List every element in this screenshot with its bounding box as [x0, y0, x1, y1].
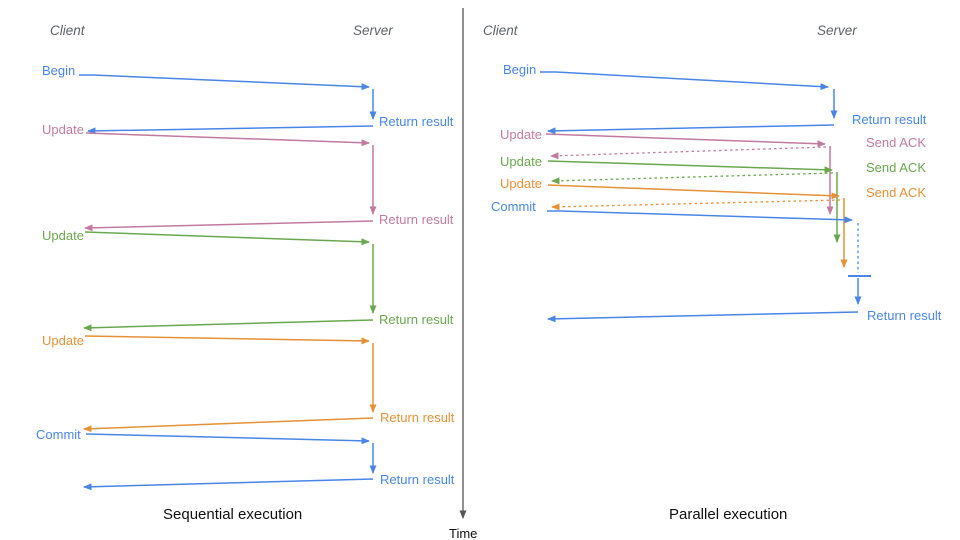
par-commit-label: Commit [491, 199, 536, 214]
seq-begin-response-line [87, 125, 374, 135]
par-update1-label: Update [500, 127, 542, 142]
par-update2-ack-label: Send ACK [866, 160, 926, 175]
parallel-panel-title: Parallel execution [669, 506, 788, 523]
par-commit-return-label: Return result [867, 308, 942, 323]
seq-commit-label: Commit [36, 427, 81, 442]
par-client-header: Client [483, 23, 518, 38]
seq-update3-request-line [84, 335, 370, 345]
seq-commit-return-label: Return result [380, 472, 455, 487]
par-update1-ack-label: Send ACK [866, 135, 926, 150]
seq-update3-response-line [83, 417, 374, 433]
par-commit-response-line [547, 311, 859, 323]
seq-update1-response-line [84, 220, 374, 232]
par-update1-request-line [545, 133, 826, 148]
par-begin-label: Begin [503, 62, 537, 77]
seq-update2-return-label: Return result [379, 312, 454, 327]
seq-update2-request-line [84, 231, 370, 246]
seq-update2-response-line [83, 319, 374, 332]
seq-update1-label: Update [42, 122, 84, 137]
seq-commit-response-line [83, 478, 374, 491]
par-begin-request-line [540, 71, 829, 91]
par-server-header: Server [817, 23, 857, 38]
seq-begin-request-line [79, 74, 370, 91]
seq-server-header: Server [353, 23, 393, 38]
seq-commit-request-line [85, 433, 370, 445]
time-axis-label: Time [449, 526, 478, 540]
seq-update2-label: Update [42, 228, 84, 243]
seq-begin-return-label: Return result [379, 114, 454, 129]
seq-update3-return-label: Return result [380, 410, 455, 425]
par-update3-request-line [547, 184, 840, 200]
par-update3-ack-line [551, 199, 841, 211]
seq-update3-label: Update [42, 333, 84, 348]
par-update2-request-line [547, 160, 833, 174]
seq-client-header: Client [50, 23, 85, 38]
par-commit-request-line [547, 210, 853, 224]
par-begin-return-label: Return result [852, 112, 927, 127]
par-update1-ack-line [550, 146, 827, 160]
par-begin-response-line [547, 124, 835, 135]
par-update3-label: Update [500, 176, 542, 191]
par-update3-ack-label: Send ACK [866, 185, 926, 200]
par-update2-label: Update [500, 154, 542, 169]
sequential-panel-title: Sequential execution [163, 506, 303, 523]
par-update2-ack-line [551, 172, 834, 185]
seq-begin-label: Begin [42, 63, 76, 78]
seq-update1-request-line [85, 132, 370, 147]
seq-update1-return-label: Return result [379, 212, 454, 227]
